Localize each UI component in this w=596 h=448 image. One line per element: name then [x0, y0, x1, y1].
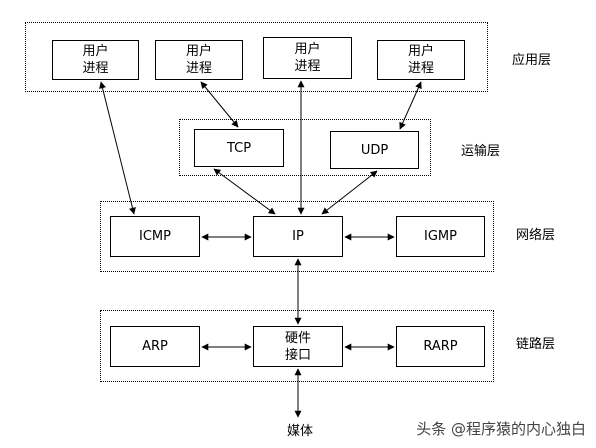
watermark-text: 头条 @程序猿的内心独白 — [416, 420, 586, 438]
arrow-udp-ip — [321, 170, 378, 215]
arrow-process4-udp — [399, 81, 422, 130]
rarp-box: RARP — [396, 326, 485, 367]
arrow-process1-icmp — [99, 81, 136, 215]
user-process-box-2: 用户 进程 — [155, 40, 243, 80]
link-layer-label: 链路层 — [516, 337, 556, 352]
network-layer-label: 网络层 — [516, 228, 556, 243]
transport-layer-label: 运输层 — [461, 144, 501, 159]
user-process-box-3: 用户 进程 — [263, 37, 352, 79]
user-process-box-4: 用户 进程 — [377, 40, 465, 80]
transport-layer-frame — [179, 119, 431, 176]
igmp-box: IGMP — [396, 216, 485, 257]
arrow-process2-tcp — [200, 81, 239, 128]
arp-box: ARP — [110, 326, 200, 367]
arrow-tcp-ip — [213, 168, 276, 215]
application-layer-frame — [25, 22, 488, 92]
application-layer-label: 应用层 — [512, 53, 552, 68]
icmp-box: ICMP — [110, 216, 200, 257]
udp-box: UDP — [330, 131, 419, 169]
user-process-box-1: 用户 进程 — [52, 40, 139, 80]
ip-box: IP — [253, 216, 343, 257]
media-label: 媒体 — [287, 424, 314, 439]
tcp-box: TCP — [194, 129, 284, 167]
hardware-interface-box: 硬件 接口 — [253, 326, 343, 367]
